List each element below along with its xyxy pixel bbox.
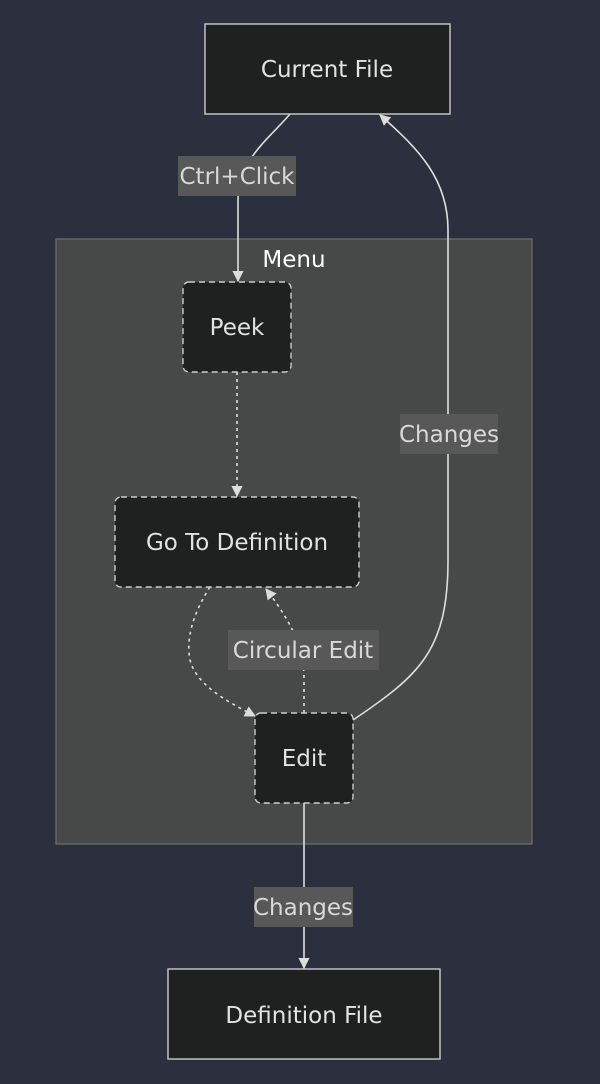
node-peek-label: Peek — [210, 315, 265, 341]
node-peek[interactable]: Peek — [182, 281, 292, 373]
node-go-to-definition[interactable]: Go To Definition — [114, 496, 360, 588]
edge-label-circular-edit: Circular Edit — [228, 630, 379, 670]
edge-label-circular-edit-text: Circular Edit — [233, 638, 373, 664]
node-definition-file-label: Definition File — [225, 1003, 382, 1029]
edge-label-changes-top-text: Changes — [399, 422, 499, 448]
edge-label-ctrl-click-text: Ctrl+Click — [180, 164, 296, 190]
node-definition-file[interactable]: Definition File — [167, 968, 441, 1060]
node-edit-label: Edit — [282, 746, 327, 772]
menu-cluster-title: Menu — [262, 247, 325, 273]
node-edit[interactable]: Edit — [254, 712, 354, 804]
edge-label-changes-top: Changes — [399, 414, 499, 454]
edge-label-ctrl-click: Ctrl+Click — [178, 156, 296, 196]
node-current-file-label: Current File — [261, 57, 393, 83]
edge-current-to-peek — [232, 113, 291, 283]
edge-label-changes-bottom-text: Changes — [253, 895, 353, 921]
node-go-to-definition-label: Go To Definition — [146, 530, 328, 556]
edge-goto-to-edit — [188, 586, 256, 717]
node-current-file[interactable]: Current File — [204, 23, 451, 115]
edge-label-changes-bottom: Changes — [253, 887, 353, 927]
edge-edit-to-current — [352, 114, 449, 721]
